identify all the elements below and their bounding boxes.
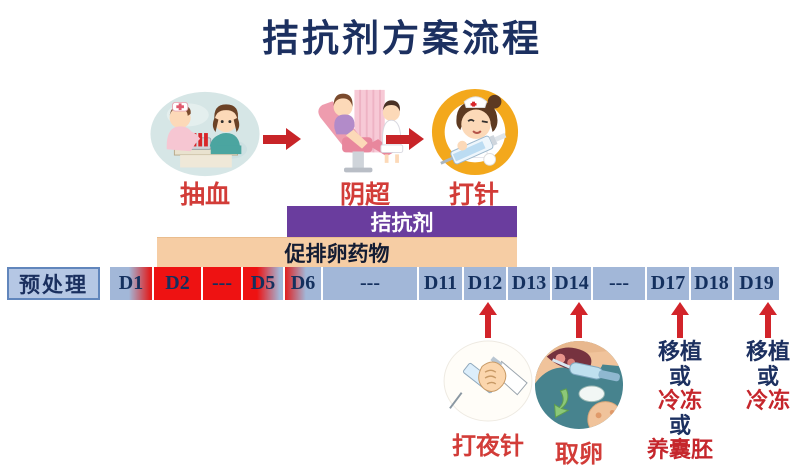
annotation-d19-options: 移植 或 冷冻 (728, 302, 804, 414)
day-timeline: D1 D2 --- D5 D6 --- D11 D12 D13 D14 --- … (110, 267, 779, 300)
timeline-cell-d18: D18 (691, 267, 732, 300)
blood-draw-label: 抽血 (179, 182, 230, 209)
timeline-cell-d2: D2 (154, 267, 201, 300)
timeline-cell-d6: D6 (285, 267, 321, 300)
egg-retrieval-icon (534, 340, 624, 430)
timeline-cell-gap3: --- (593, 267, 645, 300)
up-arrow-icon (759, 302, 777, 338)
injection-icon (431, 88, 519, 176)
timeline-cell-d13: D13 (508, 267, 550, 300)
annotation-egg-retrieval: 取卵 (532, 302, 626, 465)
d19-option-transfer: 移植 (745, 339, 790, 364)
antagonist-bar: 拮抗剂 (287, 206, 517, 237)
timeline-cell-d5: D5 (243, 267, 283, 300)
d17-option-transfer: 移植 (657, 339, 702, 364)
ultrasound-label: 阴超 (339, 182, 390, 209)
timeline-cell-gap1: --- (203, 267, 241, 300)
d17-option-or2: 或 (668, 412, 691, 438)
page-title: 拮抗剂方案流程 (262, 19, 542, 60)
pretreatment-box: 预处理 (7, 267, 100, 300)
up-arrow-icon (570, 302, 588, 338)
injection-label: 打针 (448, 182, 499, 209)
d17-option-freeze: 冷冻 (657, 388, 702, 413)
timeline-cell-d12: D12 (464, 267, 506, 300)
timeline-cell-d11: D11 (419, 267, 462, 300)
night-injection-icon (443, 340, 533, 422)
egg-retrieval-label: 取卵 (555, 442, 603, 465)
d19-option-or: 或 (756, 363, 779, 389)
annotation-d17-options: 移植 或 冷冻 或 养囊胚 (640, 302, 720, 463)
timeline-cell-d1: D1 (110, 267, 152, 300)
timeline-cell-d14: D14 (552, 267, 591, 300)
d19-option-freeze: 冷冻 (745, 388, 790, 413)
blood-draw-icon (150, 91, 260, 177)
stimulation-drugs-bar: 促排卵药物 (157, 237, 517, 267)
up-arrow-icon (479, 302, 497, 338)
d17-option-or1: 或 (668, 363, 691, 389)
ultrasound-exam-icon (318, 89, 404, 173)
d17-option-blastocyst: 养囊胚 (646, 437, 713, 462)
annotation-trigger-shot: 打夜针 (440, 302, 536, 461)
arrow-right-icon (386, 128, 424, 150)
up-arrow-icon (671, 302, 689, 338)
arrow-right-icon (263, 128, 301, 150)
timeline-cell-d19: D19 (734, 267, 779, 300)
trigger-shot-label: 打夜针 (452, 434, 524, 460)
timeline-cell-d17: D17 (647, 267, 689, 300)
timeline-cell-gap2: --- (323, 267, 417, 300)
